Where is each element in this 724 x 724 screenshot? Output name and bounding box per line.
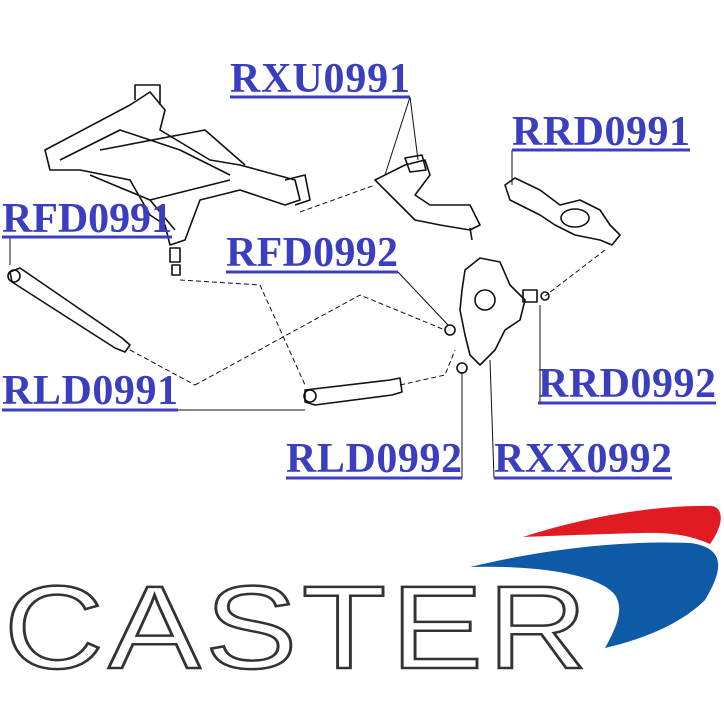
logo-swoosh-red	[523, 505, 721, 544]
lateral-link-rear	[303, 377, 403, 406]
mount-bushing	[169, 247, 181, 276]
leader-lines	[9, 96, 606, 479]
label-rfd0991: RFD0991	[2, 196, 172, 242]
svg-text:RRD0992: RRD0992	[538, 361, 716, 407]
label-rld0992: RLD0992	[286, 436, 462, 482]
upper-arm	[374, 154, 481, 241]
lower-arm	[504, 177, 621, 246]
label-rfd0992: RFD0992	[226, 230, 398, 276]
svg-text:RLD0992: RLD0992	[286, 436, 462, 482]
lateral-link-front	[7, 267, 131, 353]
label-rxx0992: RXX0992	[494, 436, 672, 482]
rear-subframe	[44, 84, 311, 246]
logo-swoosh-blue	[470, 542, 719, 648]
svg-text:RXX0992: RXX0992	[494, 436, 672, 482]
knuckle	[444, 257, 550, 374]
svg-text:CASTER: CASTER	[4, 562, 592, 694]
svg-text:RLD0991: RLD0991	[2, 368, 178, 414]
svg-text:RFD0992: RFD0992	[226, 230, 398, 276]
svg-text:RRD0991: RRD0991	[512, 109, 690, 155]
label-rrd0992: RRD0992	[538, 361, 716, 407]
svg-text:RXU0991: RXU0991	[230, 56, 410, 102]
label-rld0991: RLD0991	[2, 368, 178, 414]
caster-logo: CASTER	[3, 505, 721, 695]
svg-text:RFD0991: RFD0991	[2, 196, 172, 242]
label-rxu0991: RXU0991	[230, 56, 410, 102]
label-rrd0991: RRD0991	[512, 109, 690, 155]
